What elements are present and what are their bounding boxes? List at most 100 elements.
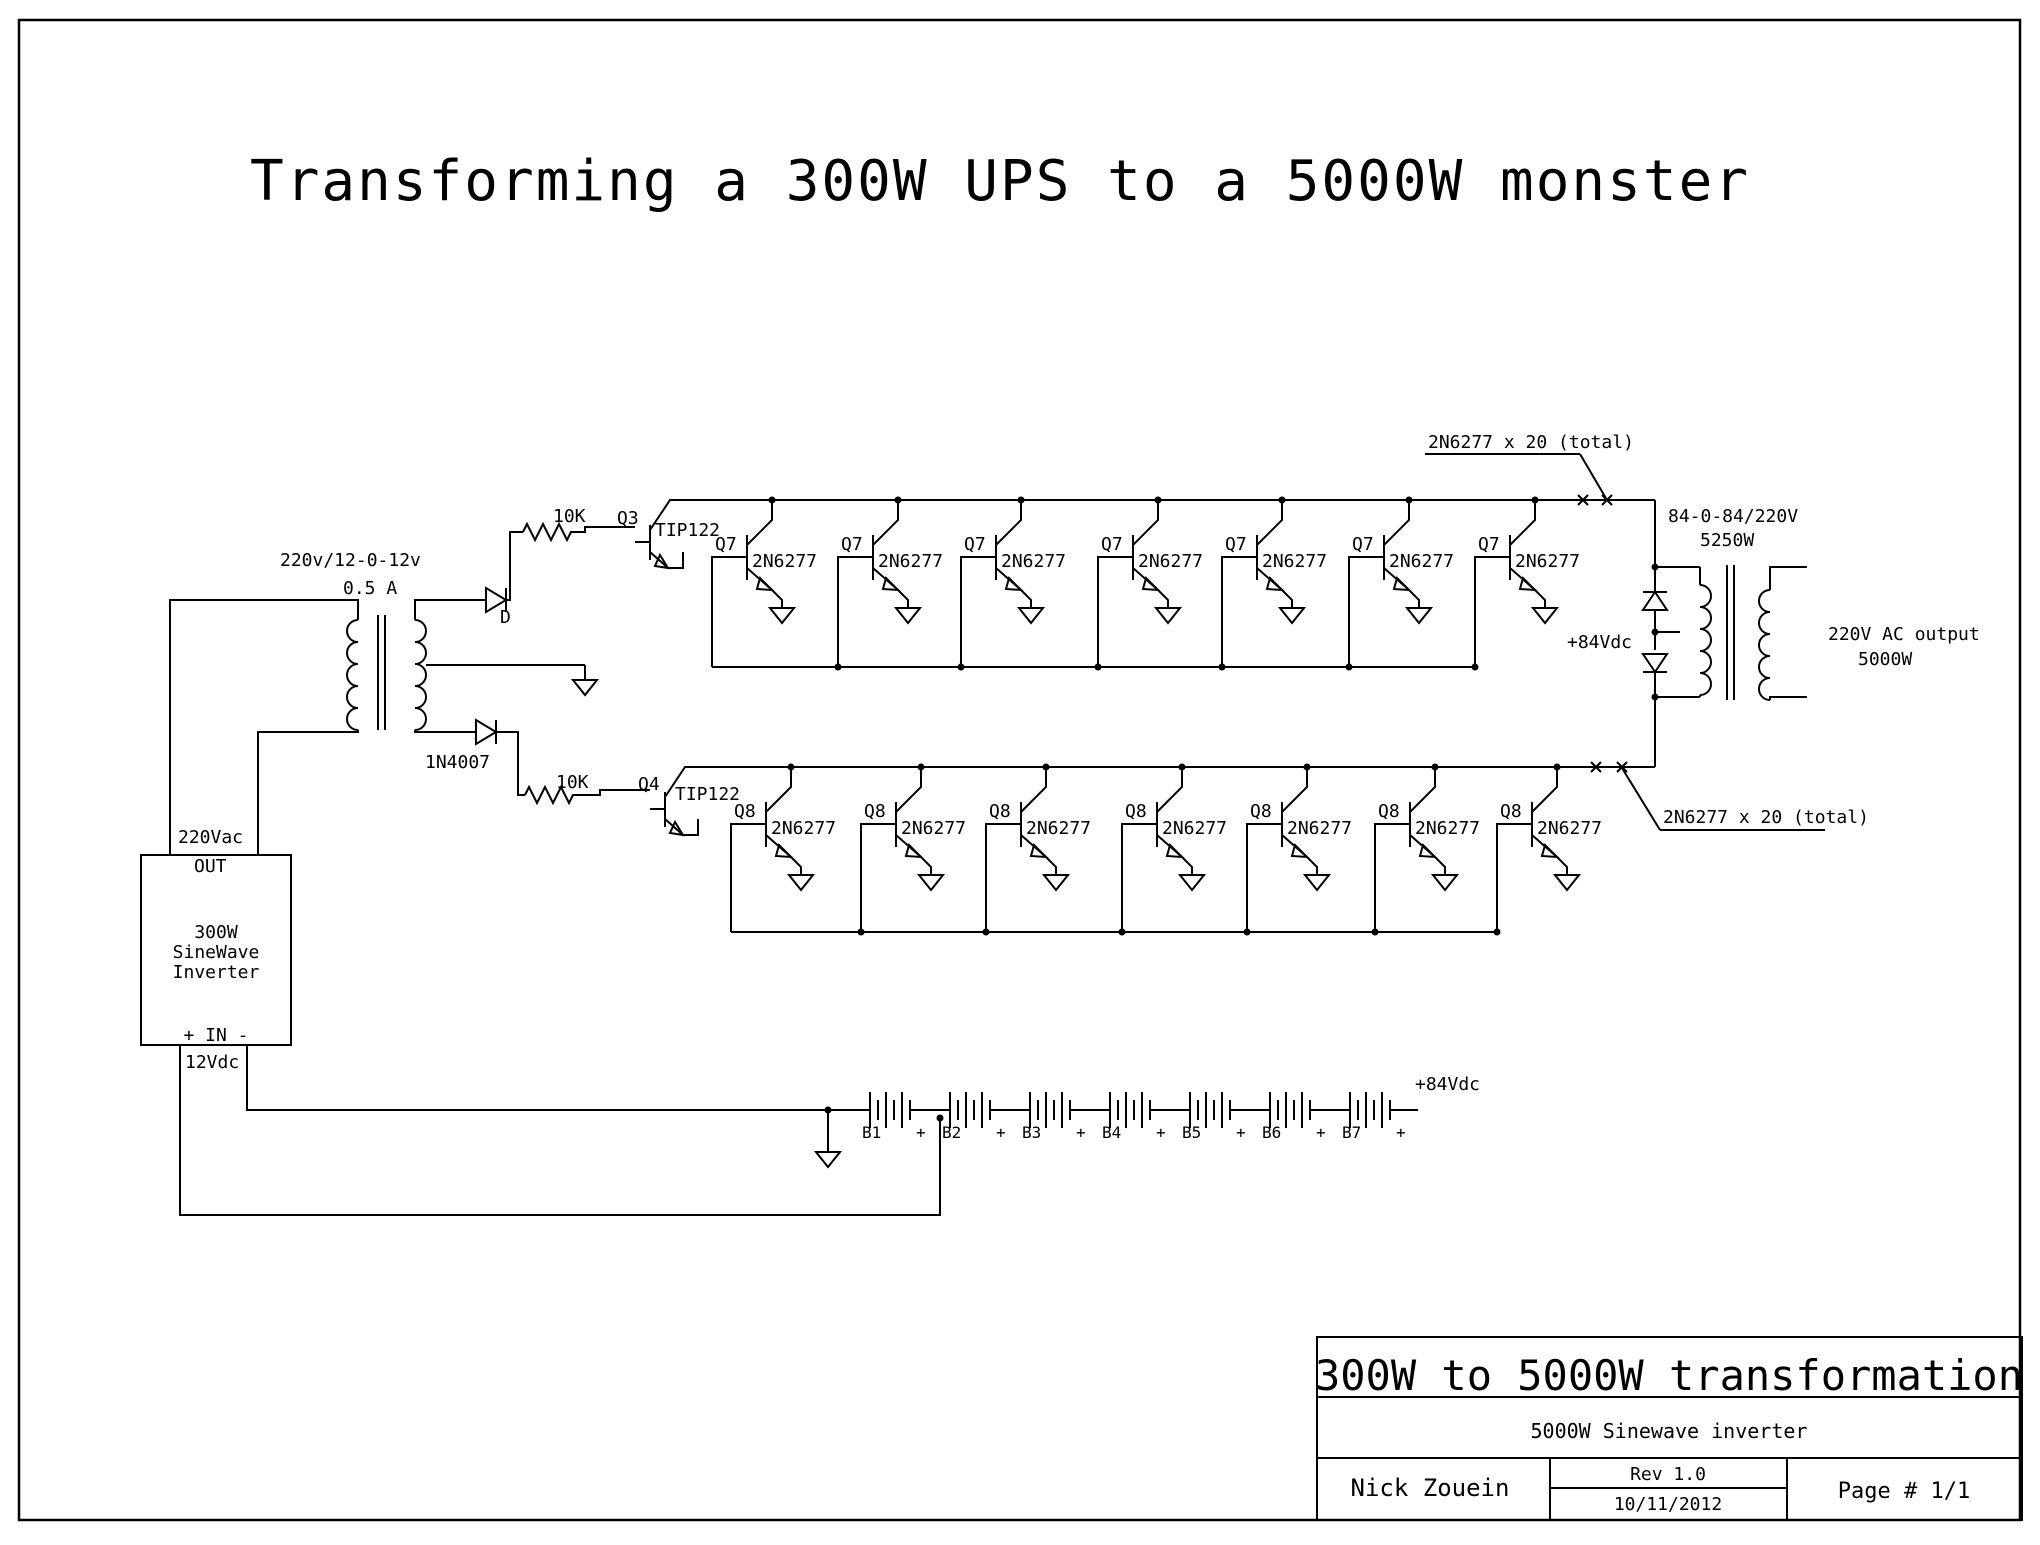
count-note-top: 2N6277 x 20 (total) (1428, 432, 1634, 453)
title-block-subtitle: 5000W Sinewave inverter (1531, 1419, 1808, 1443)
transistor-collector (1256, 500, 1283, 546)
transistor-base-lead (1496, 823, 1532, 932)
junction-dot (1218, 663, 1226, 671)
transistor-part-label: 2N6277 (752, 551, 817, 572)
driver-emitter (649, 551, 684, 569)
title-block-date: 10/11/2012 (1614, 1494, 1722, 1515)
transistor-base-lead (1121, 823, 1157, 932)
transistor-part-label: 2N6277 (1515, 551, 1580, 572)
ground-symbol (1177, 874, 1207, 892)
transistor-emitter-arrow (904, 843, 924, 859)
transistor-collector (995, 500, 1022, 546)
ground-symbol (1552, 874, 1582, 892)
resistor-top (522, 521, 635, 543)
schematic-title: Transforming a 300W UPS to a 5000W monst… (250, 149, 1750, 214)
output-transformer-power: 5250W (1700, 530, 1754, 551)
transistor-part-label: 2N6277 (1001, 551, 1066, 572)
count-note-bottom: 2N6277 x 20 (total) (1663, 807, 1869, 828)
transistor-ref-label: Q8 (989, 801, 1011, 822)
title-block-page: Page # 1/1 (1838, 1479, 1970, 1504)
junction-dot (857, 928, 865, 936)
junction-dot (1017, 496, 1025, 504)
junction-dot (1553, 763, 1561, 771)
ground-symbol (786, 874, 816, 892)
transistor-collector (746, 500, 773, 546)
transistor-part-label: 2N6277 (1415, 818, 1480, 839)
junction-dot (1405, 496, 1413, 504)
q4-label: Q4 (638, 774, 660, 795)
inverter-line-2: SineWave (173, 942, 260, 963)
transistor-base-lead (1348, 556, 1384, 667)
transistor-emitter-arrow (1165, 843, 1185, 859)
junction-dot (894, 496, 902, 504)
ground-lead (1306, 856, 1318, 875)
collector-rail (649, 499, 1540, 531)
ground-lead (1045, 856, 1057, 875)
junction-dot (1154, 496, 1162, 504)
transistor-emitter-arrow (1029, 843, 1049, 859)
diode-bottom-label: 1N4007 (425, 752, 490, 773)
driver-emitter-arrow (653, 552, 670, 570)
transistor-ref-label: Q7 (1101, 534, 1123, 555)
driver-bottom-label: TIP122 (675, 784, 740, 805)
transistor-ref-label: Q7 (1478, 534, 1500, 555)
junction-dot (1345, 663, 1353, 671)
diode-top (472, 531, 523, 614)
transistor-ref-label: Q8 (1125, 801, 1147, 822)
ground-lead (790, 856, 802, 875)
collector-rail (664, 766, 1560, 798)
junction-dot (982, 928, 990, 936)
output-transformer (1540, 499, 1807, 768)
transistor-ref-label: Q7 (1225, 534, 1247, 555)
transistor-part-label: 2N6277 (878, 551, 943, 572)
battery-label: B2 (942, 1123, 961, 1142)
transistor-part-label: 2N6277 (1162, 818, 1227, 839)
ground-symbol (1530, 607, 1560, 625)
ground-symbol (893, 607, 923, 625)
battery-label: B4 (1102, 1123, 1121, 1142)
junction-dot (1178, 763, 1186, 771)
transistor-part-label: 2N6277 (1262, 551, 1327, 572)
ground-lead (1408, 589, 1420, 608)
junction-dot (1094, 663, 1102, 671)
transistor-emitter-arrow (1418, 843, 1438, 859)
transistor-collector (1509, 500, 1536, 546)
transistor-base-lead (1097, 556, 1133, 667)
transistor-base-lead (960, 556, 996, 667)
transistor-base-lead (1474, 556, 1510, 667)
junction-dot (1471, 663, 1479, 671)
ground-symbol (767, 607, 797, 625)
battery-plus-sign: + (1316, 1123, 1326, 1142)
ground-lead (1181, 856, 1193, 875)
transistor-base-lead (1374, 823, 1410, 932)
input-transformer-label: 220v/12-0-12v (280, 550, 421, 571)
battery-plus-sign: + (1076, 1123, 1086, 1142)
resistor-bottom-label: 10K (556, 772, 589, 793)
transistor-emitter-arrow (1392, 576, 1412, 592)
plus84-mid-label: +84Vdc (1567, 632, 1632, 653)
junction-dot (1042, 763, 1050, 771)
ground-lead (1281, 589, 1293, 608)
junction-dot (1371, 928, 1379, 936)
ac-output-power: 5000W (1858, 649, 1912, 670)
junction-dot (1531, 496, 1539, 504)
battery-label: B5 (1182, 1123, 1201, 1142)
transistor-ref-label: Q8 (1500, 801, 1522, 822)
transistor-part-label: 2N6277 (1287, 818, 1352, 839)
q3-label: Q3 (617, 508, 639, 529)
diode-bottom (472, 718, 525, 796)
transistor-collector (1020, 767, 1047, 813)
battery-string: B1+B2+B3+B4+B5+B6+B7+ (862, 1092, 1418, 1142)
transistor-emitter-arrow (1290, 843, 1310, 859)
transistor-emitter-arrow (755, 576, 775, 592)
resistor-top-label: 10K (553, 506, 586, 527)
transistor-part-label: 2N6277 (1389, 551, 1454, 572)
title-block-author: Nick Zouein (1351, 1474, 1510, 1502)
transistor-emitter-arrow (1004, 576, 1024, 592)
transistor-emitter-arrow (1518, 576, 1538, 592)
driver-top-label: TIP122 (655, 520, 720, 541)
transistor-base-lead (711, 556, 747, 667)
transistor-collector (1531, 767, 1558, 813)
inverter-line-1: 300W (194, 922, 238, 943)
